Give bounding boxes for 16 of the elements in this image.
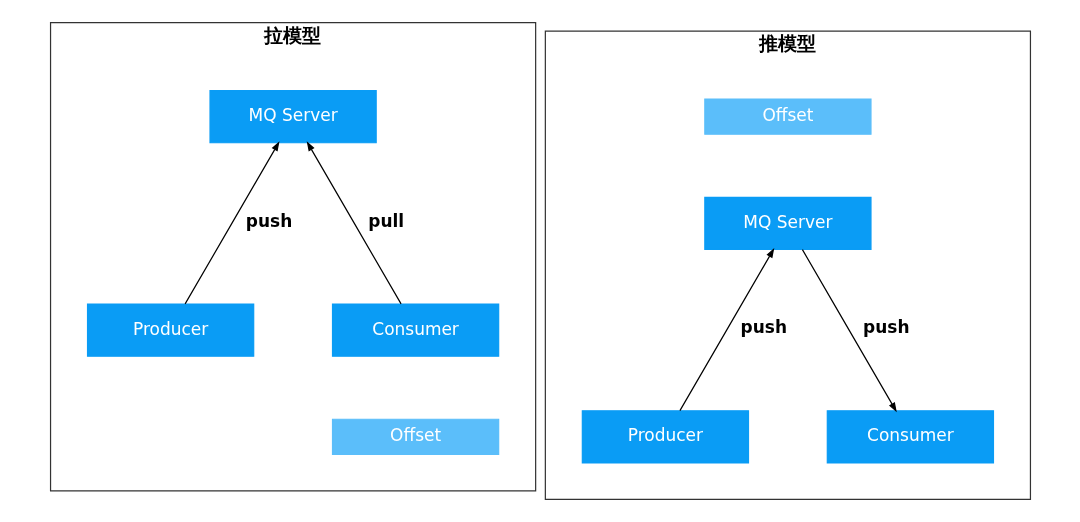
node-box: Offset: [703, 98, 872, 135]
node-box: MQ Server: [208, 90, 377, 144]
node-box: Producer: [581, 410, 749, 464]
arrow: [801, 249, 897, 413]
arrow: [184, 141, 279, 305]
edge-label: pull: [367, 210, 404, 231]
node-box: Consumer: [331, 303, 499, 357]
arrow: [306, 141, 402, 305]
node-box: MQ Server: [703, 196, 872, 251]
edge-label: push: [862, 317, 910, 338]
arrow: [678, 248, 774, 412]
node-box: Consumer: [826, 410, 994, 464]
node-box: Offset: [331, 418, 499, 456]
edge-label: push: [740, 317, 787, 338]
edge-label: push: [245, 210, 292, 231]
node-box: Producer: [86, 303, 254, 357]
